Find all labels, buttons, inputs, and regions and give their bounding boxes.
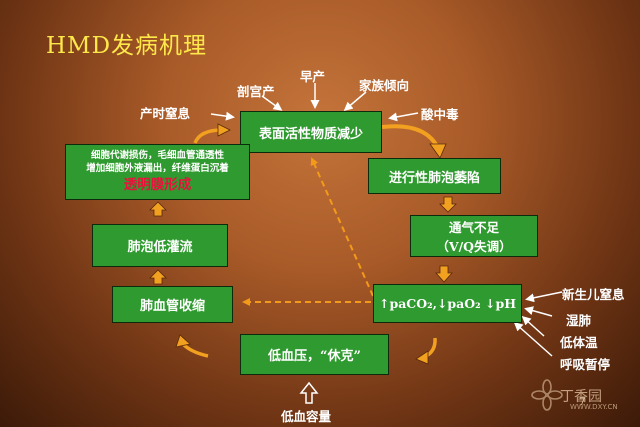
- node-surfactant: 表面活性物质减少: [240, 111, 382, 153]
- label-cesarean: 剖宫产: [237, 84, 275, 99]
- node-vasoconstriction: 肺血管收缩: [112, 286, 233, 323]
- node-membrane-line2: 增加细胞外液漏出，纤维蛋白沉着: [86, 162, 229, 174]
- arrow-cesarean: [261, 95, 283, 111]
- label-wet-lung: 湿肺: [566, 313, 592, 328]
- arrow-acidosis: [388, 112, 419, 122]
- node-surfactant-label: 表面活性物质减少: [258, 126, 363, 142]
- node-hypoperfusion: 肺泡低灌流: [92, 224, 228, 267]
- label-family: 家族倾向: [359, 78, 410, 93]
- block-arrow-vasoconstriction-to-hypoperfusion: [149, 269, 167, 285]
- hollow-arrow-low-volume: [299, 381, 319, 404]
- node-hypoperfusion-label: 肺泡低灌流: [127, 240, 193, 255]
- label-premature: 早产: [300, 69, 326, 84]
- curved-arrow-hypotension-to-vasoconstriction: [175, 334, 209, 358]
- node-hypotension-label: 低血压，“休克”: [268, 349, 361, 364]
- arrow-apnea: [513, 322, 553, 357]
- node-membrane-line1: 细胞代谢损伤，毛细血管通透性: [90, 150, 224, 162]
- arrow-wet-lung: [524, 306, 553, 317]
- node-membrane-line3: 透明膜形成: [123, 176, 192, 193]
- node-atelectasis: 进行性肺泡萎陷: [368, 158, 501, 194]
- node-blood-gas-label: ↑paCO₂,↓paO₂ ↓pH: [378, 296, 517, 311]
- node-vasoconstriction-label: 肺血管收缩: [139, 299, 205, 314]
- node-vq-line2: （V/Q失调）: [436, 239, 512, 254]
- node-hypotension: 低血压，“休克”: [240, 334, 389, 375]
- label-newborn-cold: 新生儿窒息: [562, 287, 625, 302]
- curved-arrow-bloodgas-to-hypotension: [415, 337, 437, 365]
- node-hyaline-membrane: 细胞代谢损伤，毛细血管通透性 增加细胞外液漏出，纤维蛋白沉着 透明膜形成: [65, 144, 250, 200]
- label-hypothermia: 低体温: [560, 335, 598, 350]
- arrow-perinatal-asphyxia: [210, 111, 235, 121]
- node-vq-mismatch: 通气不足 （V/Q失调）: [410, 215, 538, 257]
- block-arrow-vq-to-bloodgas: [435, 265, 453, 283]
- page-title: HMD发病机理: [46, 33, 208, 59]
- node-atelectasis-label: 进行性肺泡萎陷: [388, 170, 480, 186]
- label-acidosis: 酸中毒: [421, 107, 459, 122]
- page-number: 7: [579, 397, 586, 408]
- watermark-url: WWW.DXY.CN: [570, 403, 618, 411]
- label-apnea: 呼吸暂停: [560, 357, 611, 372]
- label-perinatal-asphyxia: 产时窒息: [140, 106, 191, 121]
- curved-arrow-surfactant-to-atelectasis: [381, 124, 447, 159]
- curved-arrow-membrane-to-surfactant: [193, 123, 231, 144]
- node-vq-line1: 通气不足: [448, 220, 499, 235]
- arrow-family: [343, 91, 367, 111]
- arrow-newborn-cold: [525, 291, 563, 303]
- watermark-logo: 丁香园: [560, 389, 602, 405]
- arrow-hypothermia: [521, 315, 545, 337]
- block-arrow-atelectasis-to-vq: [439, 196, 457, 213]
- dashed-arrow-bloodgas-to-surfactant: [310, 157, 374, 297]
- watermark-flower-icon: [531, 379, 563, 411]
- label-low-volume: 低血容量: [281, 409, 332, 424]
- block-arrow-hypoperfusion-to-membrane: [149, 201, 167, 217]
- node-blood-gas: ↑paCO₂,↓paO₂ ↓pH: [373, 284, 522, 323]
